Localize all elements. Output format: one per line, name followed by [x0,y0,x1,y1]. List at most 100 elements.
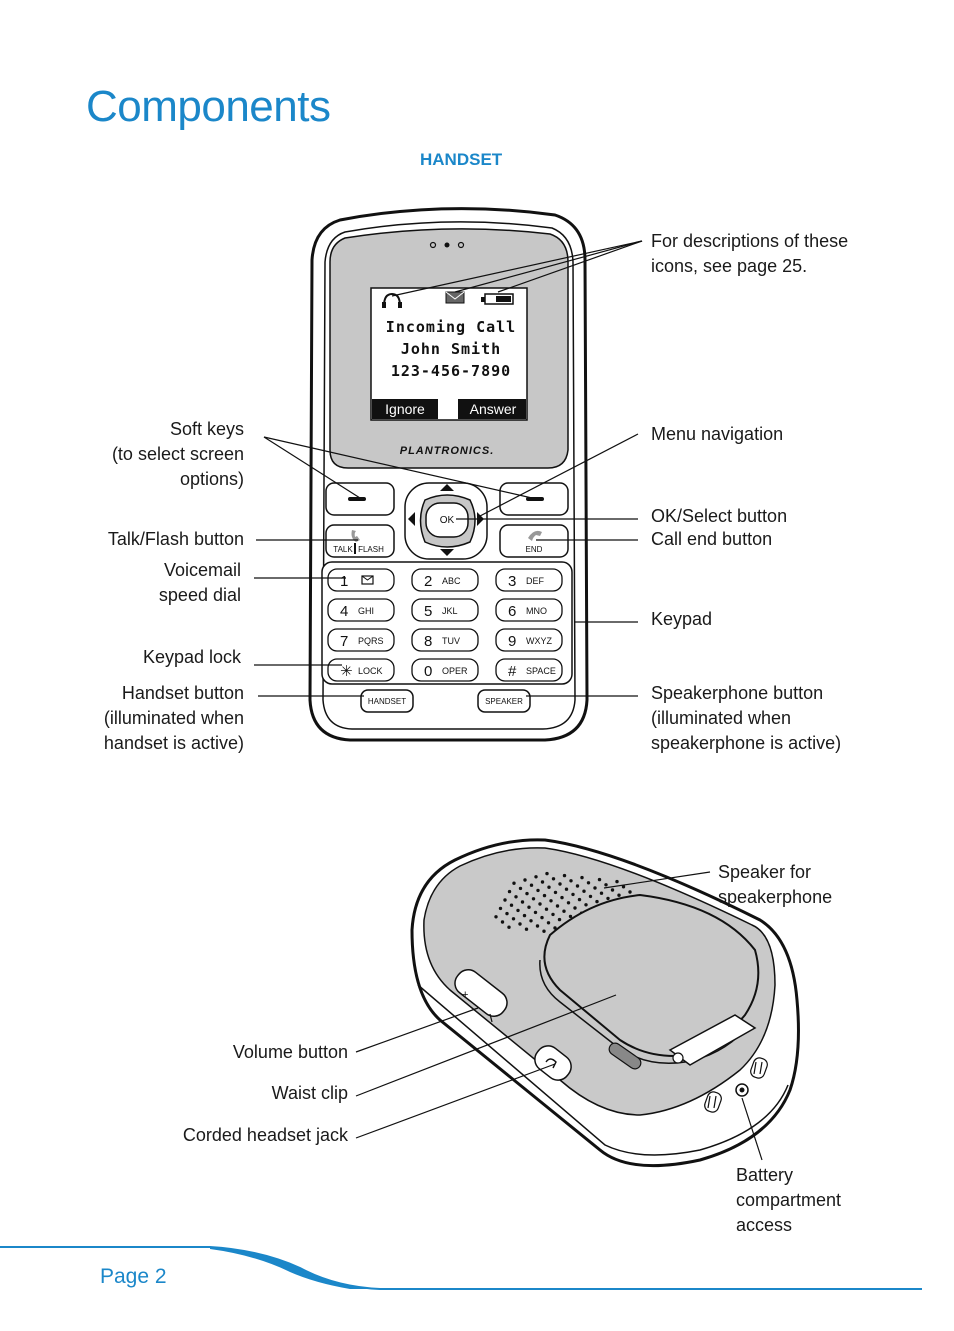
speakerphone-button[interactable] [477,689,531,713]
grille-dot [566,901,571,905]
callout-speakerphone-button: Speakerphone button (illuminated when sp… [651,683,842,753]
grille-dot [599,891,604,895]
grille-dot [545,871,549,876]
call-end-button[interactable] [499,524,569,558]
grille-dot [547,885,551,889]
callout-volume-button: Volume button [232,1042,348,1062]
softkey-right-label: Answer [470,401,517,417]
volume-plus-icon: + [462,989,468,1001]
key-letters: PQRS [358,636,384,646]
ok-label: OK [440,515,455,526]
keypad-key[interactable]: #SPACE [495,658,563,682]
grille-dot [542,893,547,898]
key-letters: GHI [358,606,374,616]
section-label: HANDSET [420,150,503,169]
keypad-key[interactable]: 3 DEF [495,568,563,592]
grille-dot [529,883,534,887]
key-digit: 7 [340,633,348,650]
key-digit: 9 [508,633,516,650]
grille-dot [500,920,505,924]
key-letters: MNO [526,606,547,616]
keypad-key[interactable]: 1 [327,568,395,592]
grille-dot [595,899,599,904]
grille-dot [549,899,553,903]
key-letters: ABC [442,576,461,586]
key-digit: ✳ [340,663,353,680]
grille-dot [606,896,610,901]
grille-dot [509,903,514,907]
keypad-key[interactable]: 9 WXYZ [495,628,563,652]
grille-dot [523,878,527,882]
brand-logo: PLANTRONICS. [400,445,495,457]
callout-talk-flash: Talk/Flash button [107,529,244,549]
callout-ok-select: OK/Select button [651,506,788,526]
grille-dot [558,882,562,886]
callout-speaker-for-speakerphone: Speaker for speakerphone [718,862,833,907]
grille-dot [593,886,597,890]
nav-up-icon [440,484,454,491]
grille-dot [586,881,591,885]
keypad [321,561,573,685]
grille-dot [522,913,527,918]
keypad-key[interactable]: 7 PQRS [327,628,395,652]
callout-voicemail: Voicemail speed dial [158,560,241,605]
keypad-key[interactable]: ✳ LOCK [327,658,395,682]
keypad-key[interactable]: 6 MNO [495,598,563,622]
callout-battery-access: Battery compartment access [736,1165,842,1235]
key-letters: LOCK [358,666,383,676]
talk-flash-button[interactable] [325,524,395,558]
key-letters: DEF [526,576,545,586]
key-digit: 4 [340,603,348,620]
lcd-screen [370,287,528,421]
key-letters: JKL [442,606,458,616]
key-letters: WXYZ [526,636,553,646]
volume-button[interactable] [450,965,512,1021]
nav-down-icon [440,549,454,556]
grille-dot [610,888,615,892]
key-digit: 3 [508,573,516,590]
grille-dot [621,885,626,889]
callout-keypad-lock: Keypad lock [142,647,241,667]
grille-dot [546,921,551,925]
talk-label: TALK [333,545,353,554]
grille-dot [562,873,567,878]
headset-jack[interactable] [530,1041,576,1085]
indicator-light [608,1042,642,1070]
key-letters: SPACE [526,666,556,676]
earpiece-dot-icon [429,241,437,249]
keypad-key[interactable]: 4 GHI [327,598,395,622]
key-digit: 6 [508,603,516,620]
handset-label: HANDSET [368,697,406,706]
headset-jack-icon [545,1058,557,1069]
grille-dot [551,877,556,881]
ok-select-button[interactable] [425,502,469,538]
phone-icon [351,530,360,542]
grille-dot [562,909,566,913]
callout-soft-keys: Soft keys (to select screen options) [111,419,244,489]
callout-menu-navigation: Menu navigation [651,424,784,444]
grille-dot [597,877,602,882]
grille-dot [569,879,573,883]
grille-dot [516,908,520,913]
headset-status-icon [383,292,401,307]
latch-icon [750,1057,768,1079]
screen-line-1: Incoming Call [386,318,516,336]
handset-button[interactable] [360,689,414,713]
grille-dot [580,875,584,880]
callout-headset-jack: Corded headset jack [182,1125,348,1145]
grille-dot [503,898,507,902]
grille-dot [534,875,538,879]
grille-dot [551,912,555,917]
end-phone-icon [528,530,542,541]
grille-dot [514,895,518,899]
grille-dot [520,900,525,904]
nav-left-icon [408,512,415,526]
base-station-illustration: + [410,838,800,1168]
key-digit: 8 [424,633,432,650]
grille-dot [507,925,511,929]
